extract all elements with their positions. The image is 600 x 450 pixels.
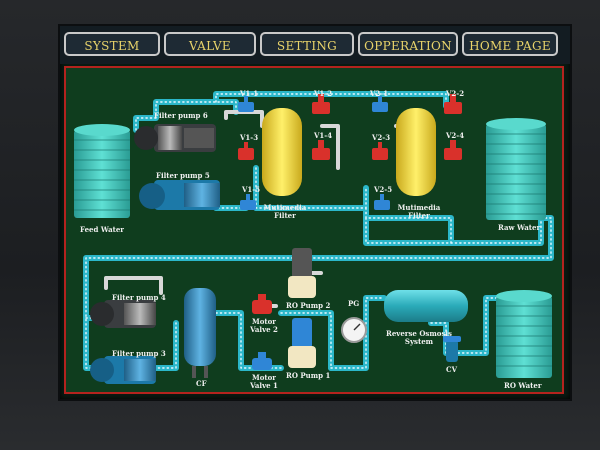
filter-pump-4-label: Filter pump 4 [112, 293, 166, 302]
cv-label: CV [446, 365, 458, 374]
valve-v2-1-icon[interactable] [372, 96, 388, 112]
valve-v1-3-label: V1-3 [240, 133, 259, 142]
nav-valve-button[interactable]: VALVE [164, 32, 256, 56]
ro-pump-2-label: RO Pump 2 [286, 301, 331, 310]
valve-v1-5-label: V1-5 [242, 185, 261, 194]
valve-v2-1-label: V2-1 [370, 89, 389, 98]
motor-valve-2-icon[interactable] [252, 294, 272, 314]
multimedia-filter-1-icon [262, 108, 302, 196]
valve-v2-4-label: V2-4 [446, 131, 465, 140]
nav-home-page-button[interactable]: HOME PAGE [462, 32, 558, 56]
filter-pump-5-label: Filter pump 5 [156, 171, 210, 180]
ro-water-label: RO Water [504, 381, 542, 390]
feed-water-label: Feed Water [80, 225, 124, 234]
valve-v1-2-icon[interactable] [312, 94, 330, 114]
ro-pump-2-icon[interactable] [288, 248, 316, 298]
raw-water-tank [486, 118, 546, 220]
pressure-gauge-label: PG [348, 299, 360, 308]
nav-system-button[interactable]: SYSTEM [64, 32, 160, 56]
nav-setting-button[interactable]: SETTING [260, 32, 354, 56]
valve-v2-3-label: V2-3 [372, 133, 391, 142]
filter-pump-4-icon[interactable] [90, 300, 156, 328]
filter-pump-3-label: Filter pump 3 [112, 349, 166, 358]
process-diagram-panel: Filter pump 6 Filter pump 5 Filter pump … [64, 66, 564, 394]
multimedia-filter-2-icon [396, 108, 436, 196]
motor-valve-2-label: Motor Valve 2 [250, 317, 278, 334]
valve-v2-2-label: V2-2 [446, 89, 465, 98]
process-diagram [74, 91, 554, 384]
ro-pump-1-label: RO Pump 1 [286, 371, 331, 380]
filter-pump-6-icon[interactable] [134, 124, 216, 152]
cartridge-filter-icon [184, 288, 216, 378]
hmi-screen: SYSTEM VALVE SETTING OPPERATION HOME PAG… [58, 24, 572, 401]
valve-v1-4-label: V1-4 [314, 131, 333, 140]
pressure-gauge-icon [341, 317, 367, 343]
raw-water-label: Raw Water [498, 223, 541, 232]
valve-v1-4-icon[interactable] [312, 140, 330, 160]
reverse-osmosis-membrane-icon [384, 290, 468, 322]
multimedia-filter-1-label: Mutimedia Filter [263, 203, 307, 220]
motor-valve-1-label: Motor Valve 1 [250, 373, 278, 390]
navigation-bar: SYSTEM VALVE SETTING OPPERATION HOME PAG… [60, 26, 570, 64]
valve-v1-1-icon[interactable] [238, 96, 254, 112]
valve-v2-5-icon[interactable] [374, 194, 390, 210]
valve-v2-4-icon[interactable] [444, 140, 462, 160]
filter-pump-3-icon[interactable] [90, 356, 156, 384]
ro-pump-1-icon[interactable] [288, 318, 316, 368]
valve-v1-5-icon[interactable] [240, 194, 256, 210]
valve-v1-1-label: V1-1 [240, 89, 259, 98]
valve-v2-3-icon[interactable] [372, 142, 388, 160]
filter-pump-5-icon[interactable] [139, 180, 220, 210]
reverse-osmosis-label: Reverse Osmosis System [386, 329, 452, 346]
motor-valve-1-icon[interactable] [252, 352, 272, 370]
valve-v1-3-icon[interactable] [238, 142, 254, 160]
ro-water-tank [496, 290, 552, 378]
check-valve-icon[interactable] [443, 336, 461, 362]
nav-opperation-button[interactable]: OPPERATION [358, 32, 458, 56]
cf-label: CF [196, 379, 207, 388]
valve-v2-2-icon[interactable] [444, 94, 462, 114]
feed-water-tank [74, 124, 130, 218]
valve-v2-5-label: V2-5 [374, 185, 393, 194]
filter-pump-6-label: Filter pump 6 [154, 111, 208, 120]
multimedia-filter-2-label: Mutimedia Filter [397, 203, 441, 220]
valve-v1-2-label: V1-2 [314, 89, 333, 98]
